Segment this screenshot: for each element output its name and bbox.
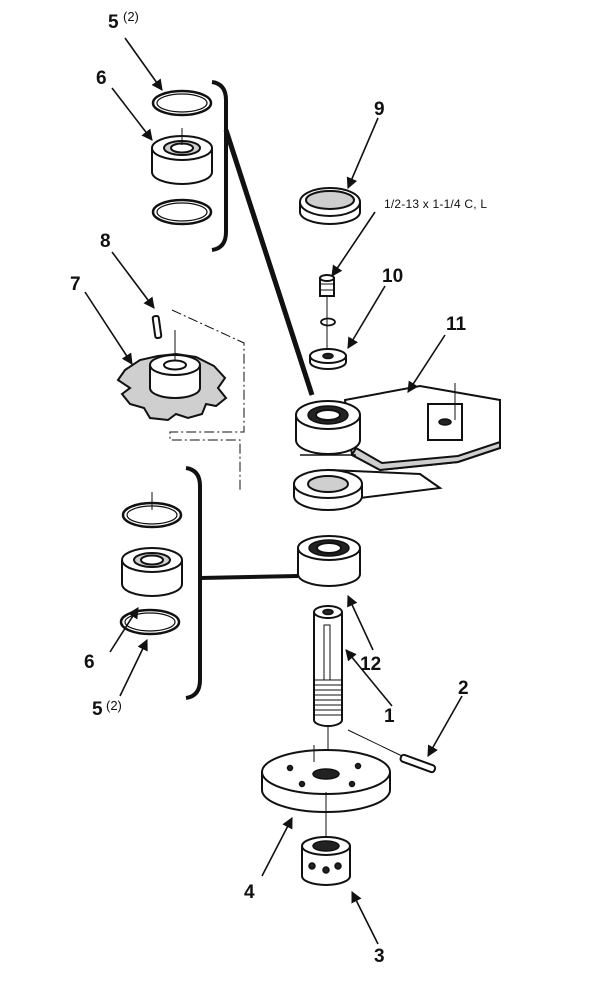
bearing-hub-lower <box>293 469 363 511</box>
bolt <box>319 274 335 348</box>
bearing-main <box>297 535 361 587</box>
bearing-top <box>151 128 213 185</box>
flat-washer <box>309 348 347 370</box>
callout-1: 1 <box>384 706 395 727</box>
bearing-hub-upper <box>295 400 361 456</box>
roll-pin <box>399 753 437 774</box>
leader-arrows <box>84 37 463 945</box>
callout-10: 10 <box>382 266 403 287</box>
callout-7: 7 <box>70 274 81 295</box>
callout-5-bottom: 5 <box>92 699 103 720</box>
bearing-bottom <box>121 547 183 597</box>
key <box>151 314 163 340</box>
callout-12: 12 <box>360 654 381 675</box>
callout-6-top: 6 <box>96 68 107 89</box>
top-kit-bracket <box>211 80 315 396</box>
snap-ring-bottom-upper <box>121 492 183 529</box>
snap-ring-top-lower <box>151 198 213 226</box>
callout-4: 4 <box>244 882 255 903</box>
lock-washer <box>320 317 336 327</box>
hardware-spec-label: 1/2-13 x 1-1/4 C, L <box>384 197 487 211</box>
callout-6-bottom: 6 <box>84 652 95 673</box>
sprocket <box>116 330 228 422</box>
collar <box>301 836 351 886</box>
callout-5-bottom-qty: (2) <box>106 698 122 713</box>
snap-ring-bottom-lower <box>119 608 181 636</box>
shaft <box>313 605 403 770</box>
bottom-kit-bracket <box>185 466 299 700</box>
callout-5-top: 5 <box>108 12 119 33</box>
callout-11: 11 <box>446 314 467 335</box>
cap <box>299 187 361 225</box>
disc-plate <box>261 745 391 836</box>
callout-9: 9 <box>374 99 385 120</box>
callout-5-top-qty: (2) <box>123 9 139 24</box>
callout-2: 2 <box>458 678 469 699</box>
callout-3: 3 <box>374 946 385 967</box>
callout-8: 8 <box>100 231 111 252</box>
snap-ring-top-upper <box>151 89 213 117</box>
